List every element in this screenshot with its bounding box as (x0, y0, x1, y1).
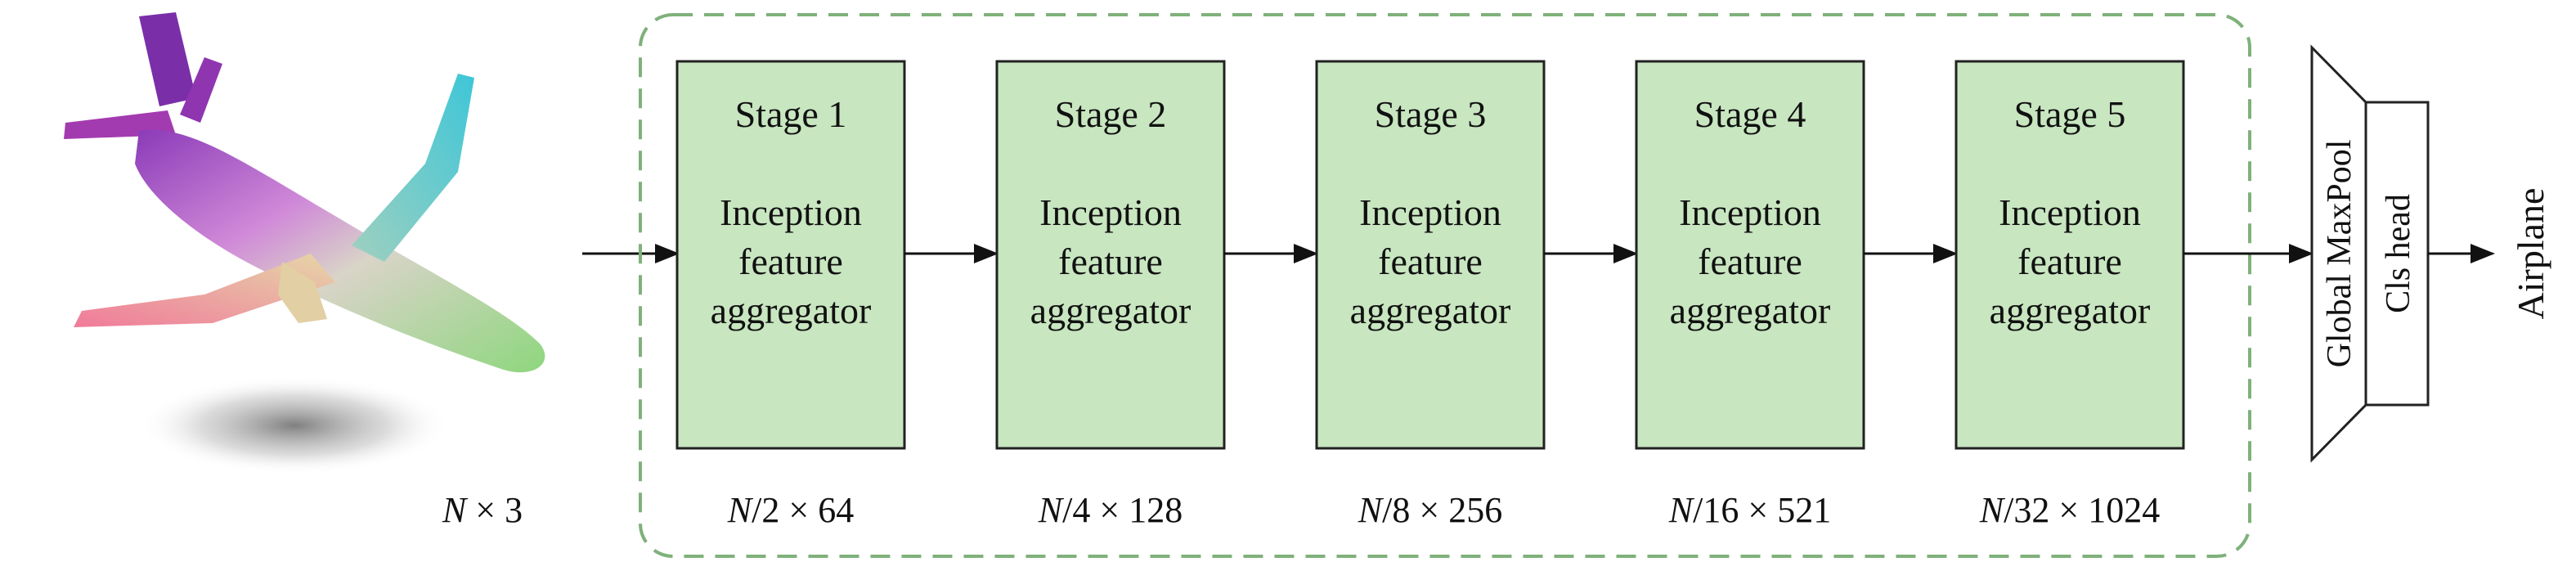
airplane-right-wing (352, 74, 474, 262)
stage-2-desc-line-1: Inception (1039, 191, 1182, 233)
stage-1-dimension: N/2 × 64 (727, 490, 854, 530)
stage-5-box (1954, 60, 2185, 450)
stage-3-box (1315, 60, 1546, 450)
stage-1-desc-line-2: feature (738, 241, 843, 282)
stage-4-desc-line-3: aggregator (1670, 290, 1831, 331)
stage-5-desc-line-2: feature (2017, 241, 2122, 282)
stage-3-desc-line-2: feature (1378, 241, 1483, 282)
stage-4-block: Stage 4 Inception feature aggregator N/1… (1635, 60, 1865, 530)
airplane-left-wing (74, 254, 335, 327)
stage-2-desc-line-2: feature (1058, 241, 1163, 282)
stage-4-title: Stage 4 (1694, 93, 1806, 135)
airplane-shadow (139, 376, 450, 474)
stage-2-desc-line-3: aggregator (1030, 290, 1192, 331)
stage-4-dimension: N/16 × 521 (1668, 490, 1831, 530)
stage-2-block: Stage 2 Inception feature aggregator N/4… (995, 60, 1226, 530)
airplane-pointcloud-image (64, 12, 545, 474)
stage-5-title: Stage 5 (2014, 93, 2126, 135)
stage-5-block: Stage 5 Inception feature aggregator N/3… (1954, 60, 2185, 530)
backbone-dashed-border (639, 13, 2251, 558)
input-dimension: N × 3 (442, 490, 523, 530)
global-maxpool-label: Global MaxPool (2321, 140, 2358, 368)
stage-3-title: Stage 3 (1375, 93, 1487, 135)
stage-3-dimension: N/8 × 256 (1358, 490, 1502, 530)
stage-1-desc-line-3: aggregator (711, 290, 872, 331)
stage-3-desc-line-3: aggregator (1350, 290, 1511, 331)
cls-head-block: Cls head (2364, 101, 2430, 407)
stage-4-desc-line-1: Inception (1679, 191, 1821, 233)
stage-1-desc-line-1: Inception (720, 191, 862, 233)
global-maxpool-block: Global MaxPool (2310, 44, 2367, 463)
stage-3-block: Stage 3 Inception feature aggregator N/8… (1315, 60, 1546, 530)
stage-3-desc-line-1: Inception (1359, 191, 1501, 233)
airplane-fuselage (135, 129, 545, 373)
stage-1-title: Stage 1 (735, 93, 847, 135)
output-label: Airplane (2510, 188, 2551, 320)
stage-2-title: Stage 2 (1055, 93, 1167, 135)
cls-head-label: Cls head (2380, 194, 2417, 313)
stage-4-box (1635, 60, 1865, 450)
stage-1-block: Stage 1 Inception feature aggregator N/2… (675, 60, 906, 530)
stage-5-dimension: N/32 × 1024 (1979, 490, 2160, 530)
stage-5-desc-line-1: Inception (1999, 191, 2141, 233)
airplane-engine (278, 262, 327, 323)
stage-4-desc-line-2: feature (1698, 241, 1802, 282)
stage-2-dimension: N/4 × 128 (1038, 490, 1183, 530)
airplane-tail (64, 12, 222, 139)
stage-5-desc-line-3: aggregator (1990, 290, 2151, 331)
stage-1-box (675, 60, 906, 450)
